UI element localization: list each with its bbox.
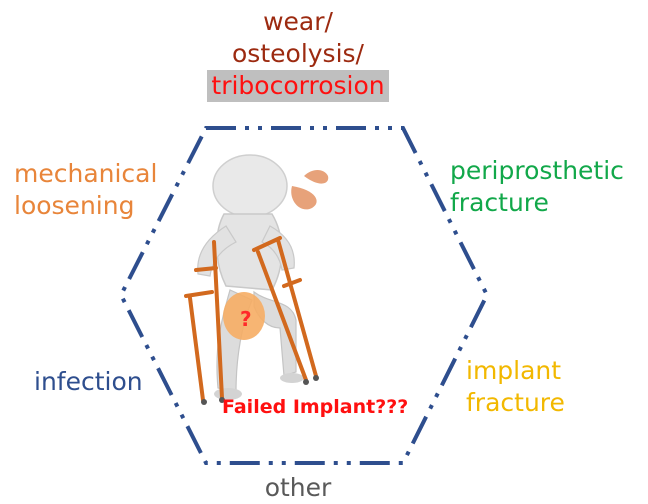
label-periprosthetic: periprosthetic [450, 155, 624, 187]
label-implant: implant [466, 355, 565, 387]
label-periprosthetic-fracture-line: fracture [450, 187, 624, 219]
label-implant-fracture: implant fracture [466, 355, 565, 419]
label-implant-fracture-line: fracture [466, 387, 565, 419]
label-periprosthetic-fracture: periprosthetic fracture [450, 155, 624, 219]
label-mechanical: mechanical [14, 158, 157, 190]
hip-question-mark: ? [240, 307, 252, 331]
label-wear: wear/ [0, 6, 596, 38]
label-infection: infection [34, 366, 143, 398]
label-osteolysis: osteolysis/ [0, 38, 596, 70]
label-other: other [0, 472, 596, 504]
label-tribocorrosion: tribocorrosion [207, 70, 388, 102]
pain-drops-icon [291, 170, 328, 209]
label-loosening: loosening [14, 190, 157, 222]
label-mechanical-loosening: mechanical loosening [14, 158, 157, 222]
label-wear-osteolysis-tribocorrosion: wear/ osteolysis/ tribocorrosion [0, 6, 596, 102]
figure-on-crutches-illustration: ? [186, 155, 328, 405]
failed-implant-caption: Failed Implant??? [222, 396, 408, 418]
